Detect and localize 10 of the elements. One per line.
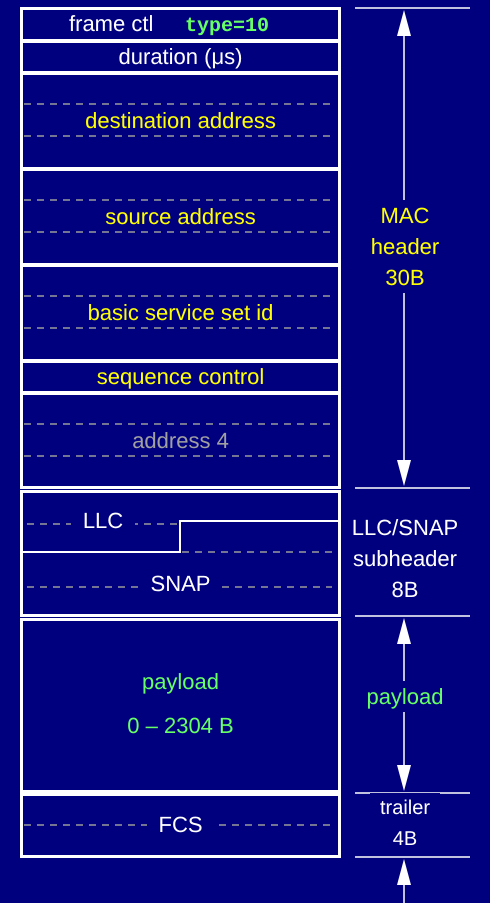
field-block <box>20 490 341 617</box>
field-box <box>20 793 341 858</box>
field-box <box>20 392 341 489</box>
field-box <box>20 7 341 42</box>
field-box <box>20 618 341 793</box>
field-box <box>20 168 341 266</box>
field-box <box>20 360 341 394</box>
field-box <box>20 72 341 170</box>
field-box <box>20 264 341 362</box>
field-box <box>20 40 341 74</box>
